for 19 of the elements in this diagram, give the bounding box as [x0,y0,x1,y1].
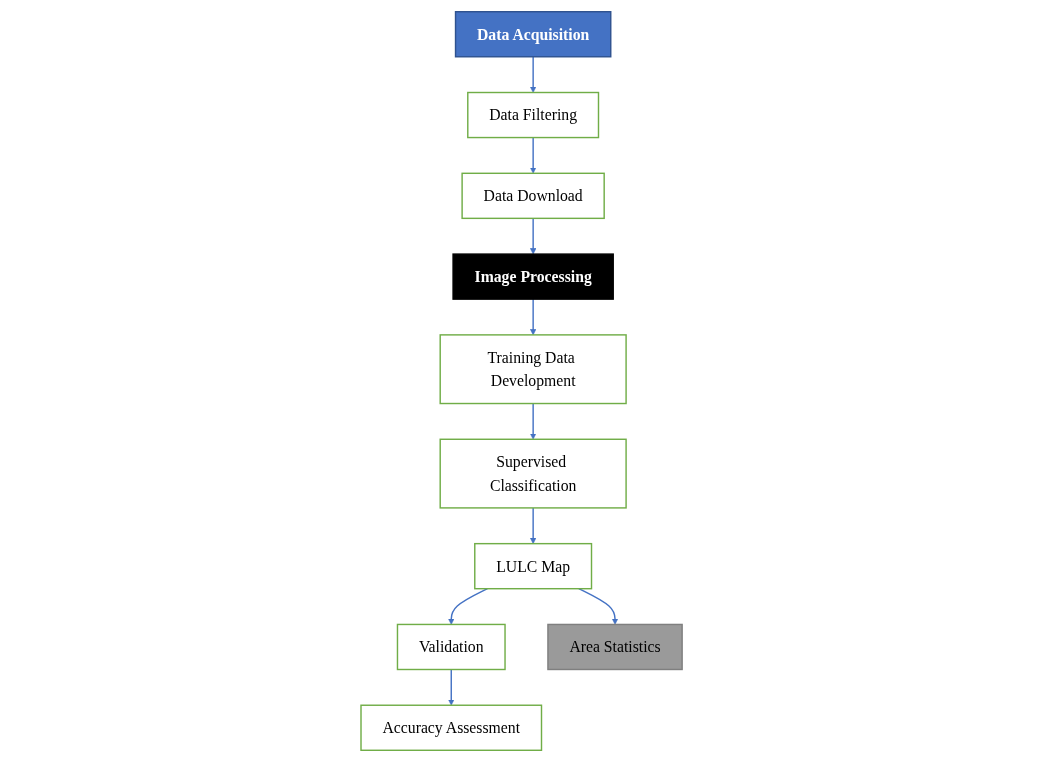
arrow [530,402,537,440]
node-box: Training Data Development [439,333,628,404]
arrow [530,297,537,335]
node-box: Data Acquisition [455,10,612,57]
arrow [530,506,537,544]
node-box: Data Filtering [467,91,600,138]
arrow [448,587,489,625]
node-box: Data Download [461,172,606,219]
node-box: Supervised Classification [439,438,628,509]
node-box: Image Processing [452,252,615,300]
node-box: Accuracy Assessment [360,704,543,751]
arrow [530,55,537,93]
arrow [448,668,455,705]
arrow [530,136,537,174]
arrow [578,587,619,625]
node-box: LULC Map [474,542,593,589]
node-box: Validation [397,623,507,670]
arrow [530,217,537,254]
node-box: Area Statistics [547,623,684,670]
